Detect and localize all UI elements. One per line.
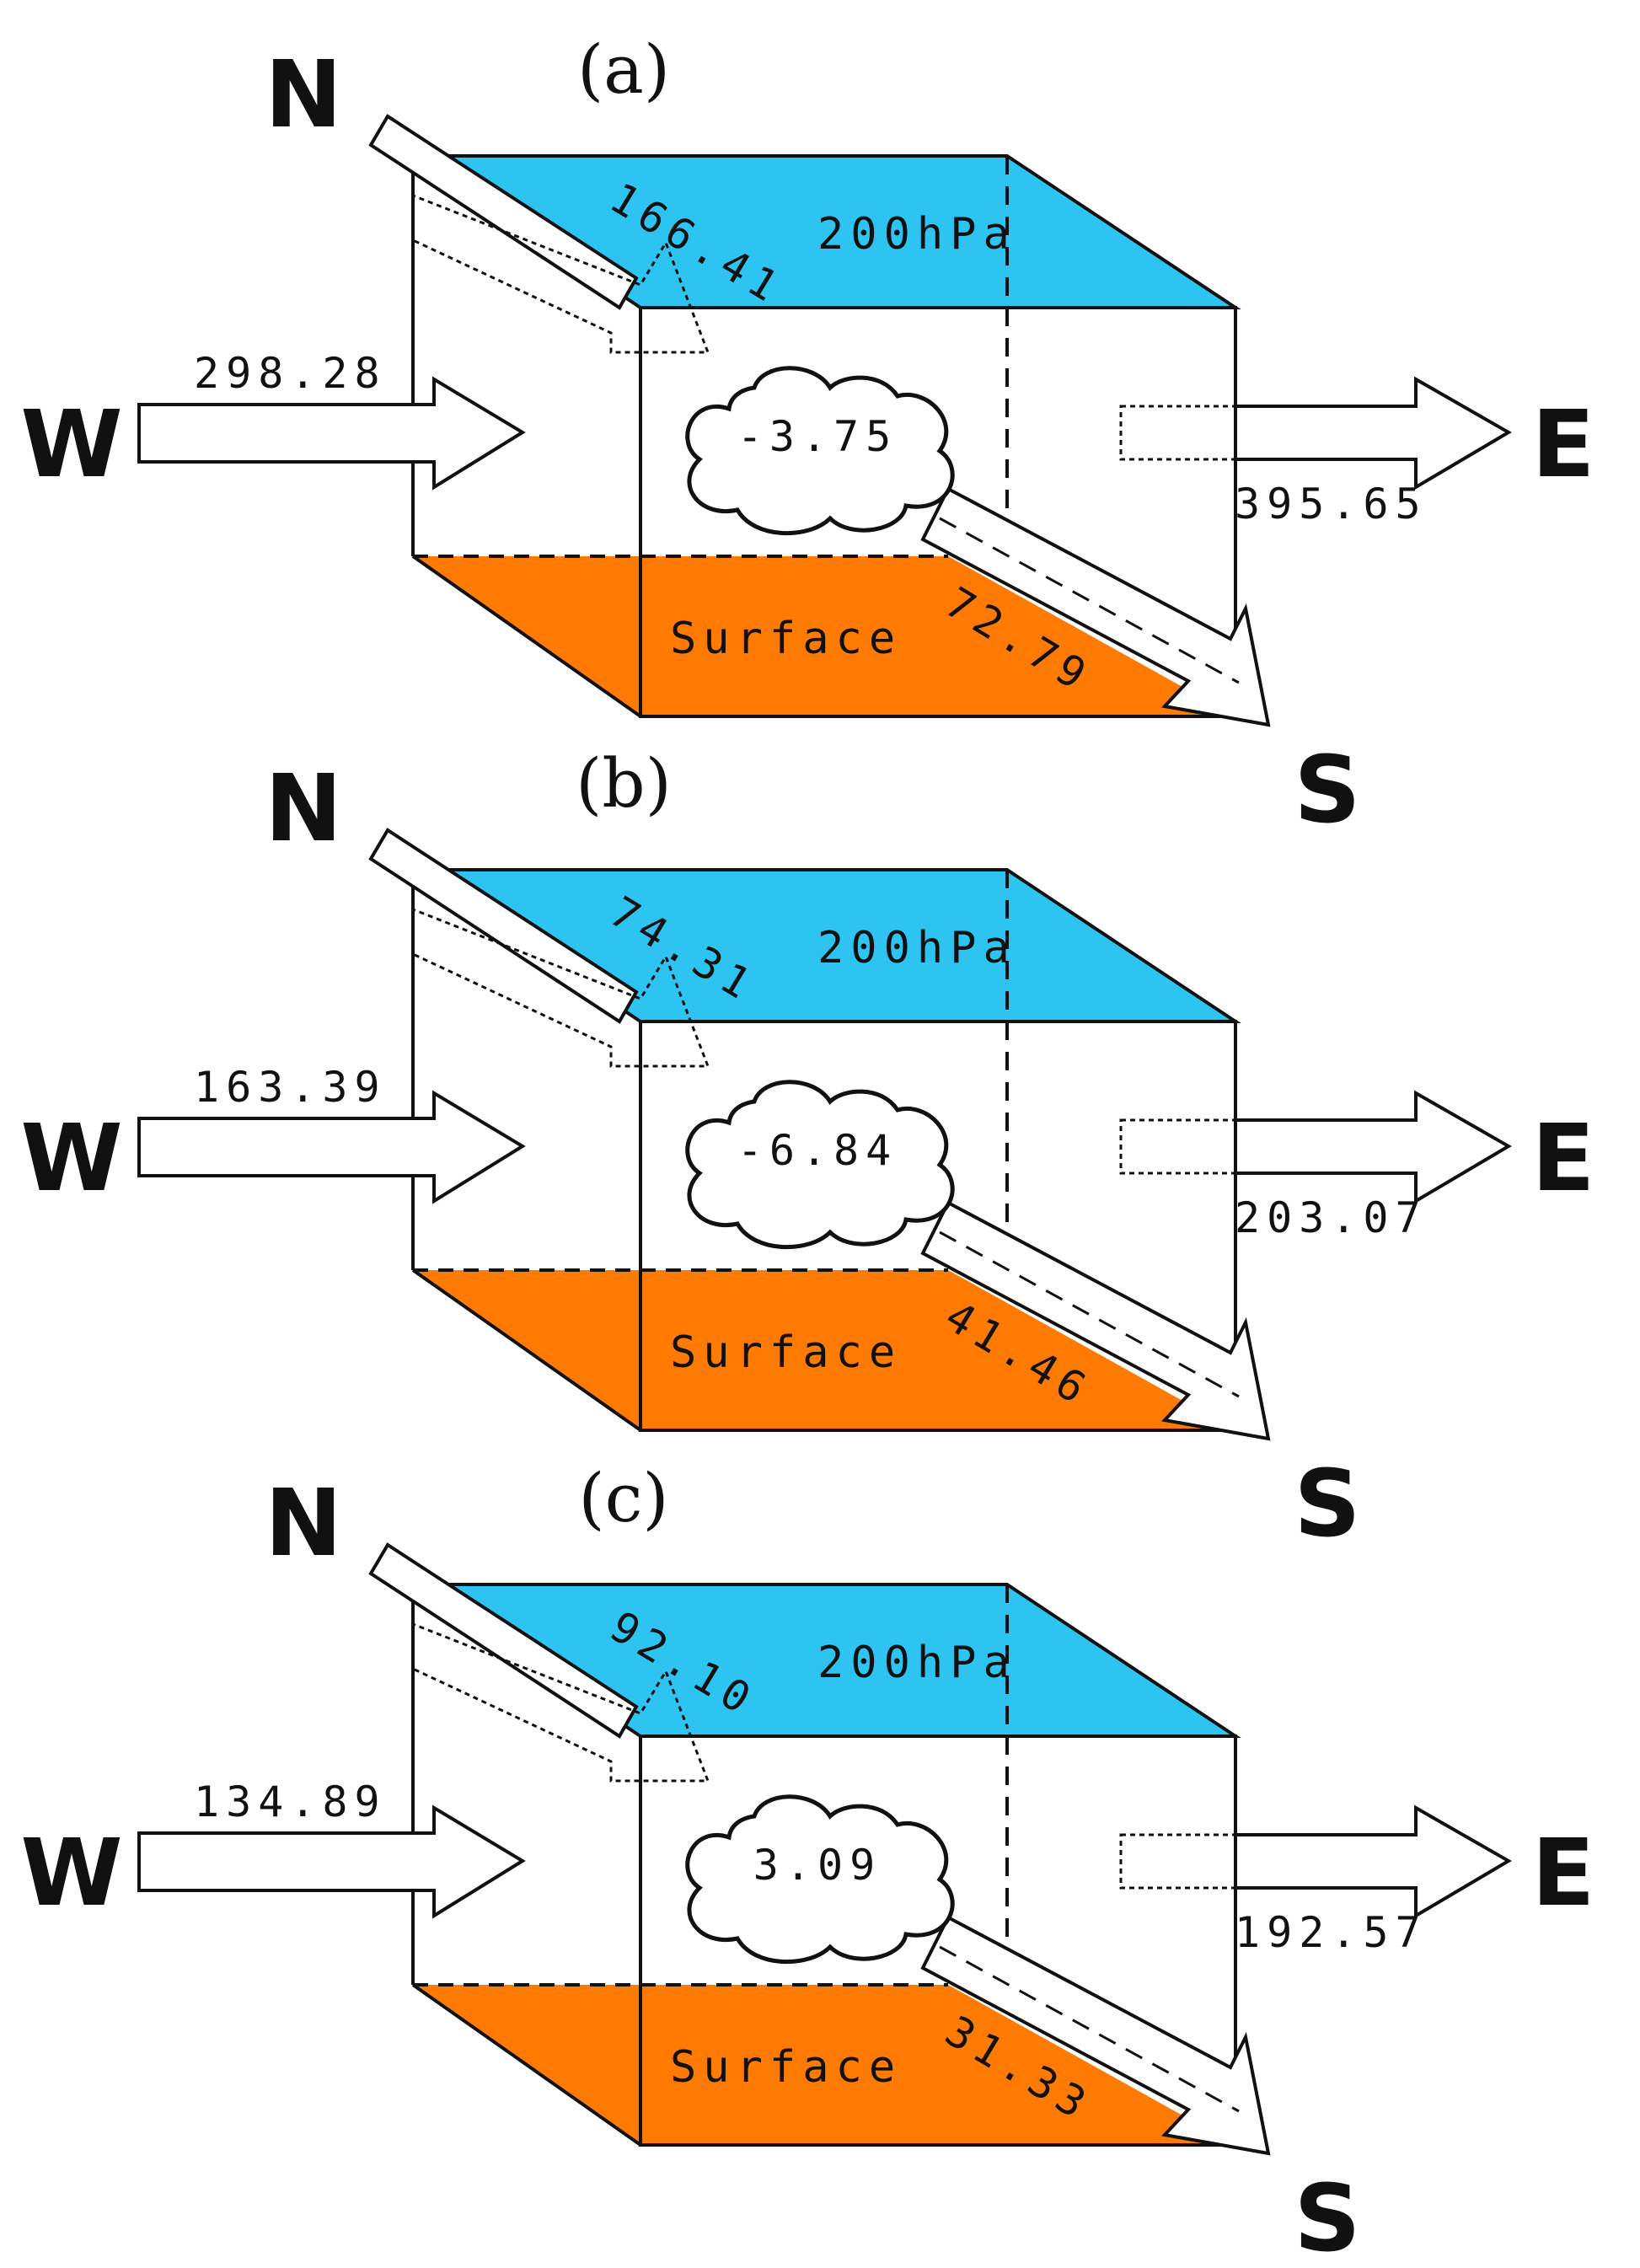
west-label: W xyxy=(20,1104,122,1212)
east-label: E xyxy=(1531,390,1594,498)
south-label: S xyxy=(1294,1450,1360,1558)
north-label: N xyxy=(265,40,342,148)
top-face-label: 200hPa xyxy=(817,209,1016,260)
west-flux-value: 163.39 xyxy=(194,1063,387,1112)
east-flux-value: 203.07 xyxy=(1235,1193,1428,1242)
cloud-value: -3.75 xyxy=(737,412,898,461)
east-label: E xyxy=(1531,1819,1594,1927)
south-label: S xyxy=(1294,736,1360,844)
east-flux-value: 192.57 xyxy=(1235,1908,1428,1957)
north-label: N xyxy=(265,1469,342,1577)
west-flux-value: 134.89 xyxy=(194,1777,387,1826)
bottom-face-label: Surface xyxy=(670,1327,902,1378)
north-label: N xyxy=(265,754,342,862)
panel-b: (b) N W E S 200hPa Surface 163.39 203.07… xyxy=(20,744,1594,1558)
panel-label: (a) xyxy=(577,30,670,109)
west-label: W xyxy=(20,1819,122,1927)
west-label: W xyxy=(20,390,122,498)
east-flux-value: 395.65 xyxy=(1235,480,1428,528)
cloud-value: -6.84 xyxy=(737,1126,898,1175)
bottom-face-label: Surface xyxy=(670,2042,902,2093)
top-face-label: 200hPa xyxy=(817,1638,1016,1688)
top-face-label: 200hPa xyxy=(817,923,1016,973)
panel-a: (a) N W E S 200hPa Surface 298.28 395.65… xyxy=(20,30,1594,844)
west-flux-value: 298.28 xyxy=(194,349,387,398)
bottom-face-label: Surface xyxy=(670,614,902,664)
east-label: E xyxy=(1531,1104,1594,1212)
panel-label: (b) xyxy=(576,744,672,823)
south-label: S xyxy=(1294,2164,1360,2268)
panel-c: (c) N W E S 200hPa Surface 134.89 192.57… xyxy=(20,1459,1594,2268)
cloud-value: 3.09 xyxy=(753,1841,882,1890)
panel-label: (c) xyxy=(578,1459,668,1537)
